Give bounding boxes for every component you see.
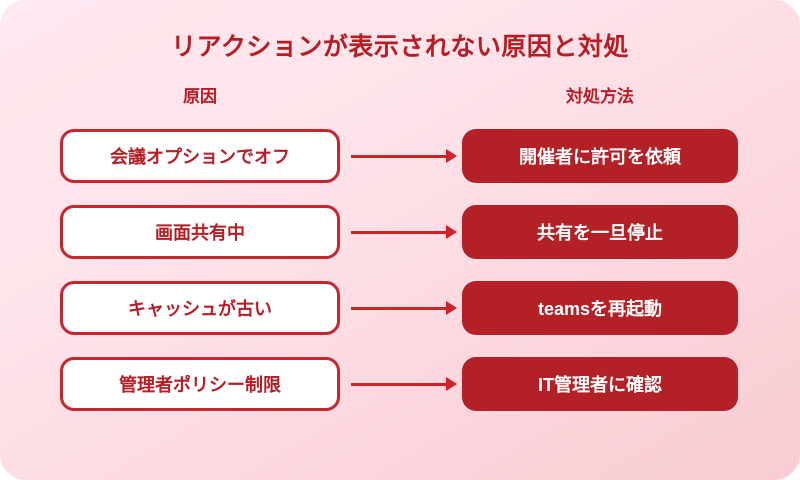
cause-box-meeting-option: 会議オプションでオフ [60,129,340,183]
right-arrow-icon [351,148,457,163]
diagram-rows: 会議オプションでオフ 開催者に許可を依頼 画面共有中 共有を一旦停止 キャッシュ… [60,129,738,411]
solution-box-contact-it-admin: IT管理者に確認 [462,357,738,411]
right-arrow-icon [351,300,457,315]
diagram-row-2: 画面共有中 共有を一旦停止 [60,205,738,259]
cause-box-stale-cache: キャッシュが古い [60,281,340,335]
page-title: リアクションが表示されない原因と対処 [171,33,629,61]
diagram-row-3: キャッシュが古い teamsを再起動 [60,281,738,335]
solutions-column-header: 対処方法 [566,87,634,106]
solution-box-restart-teams: teamsを再起動 [462,281,738,335]
diagram-row-4: 管理者ポリシー制限 IT管理者に確認 [60,357,738,411]
right-arrow-icon [351,224,457,239]
solution-box-pause-sharing: 共有を一旦停止 [462,205,738,259]
diagram-row-1: 会議オプションでオフ 開催者に許可を依頼 [60,129,738,183]
right-arrow-icon [351,376,457,391]
cause-box-admin-policy: 管理者ポリシー制限 [60,357,340,411]
cause-box-screen-sharing: 画面共有中 [60,205,340,259]
causes-column-header: 原因 [183,87,217,106]
solution-box-ask-organizer: 開催者に許可を依頼 [462,129,738,183]
